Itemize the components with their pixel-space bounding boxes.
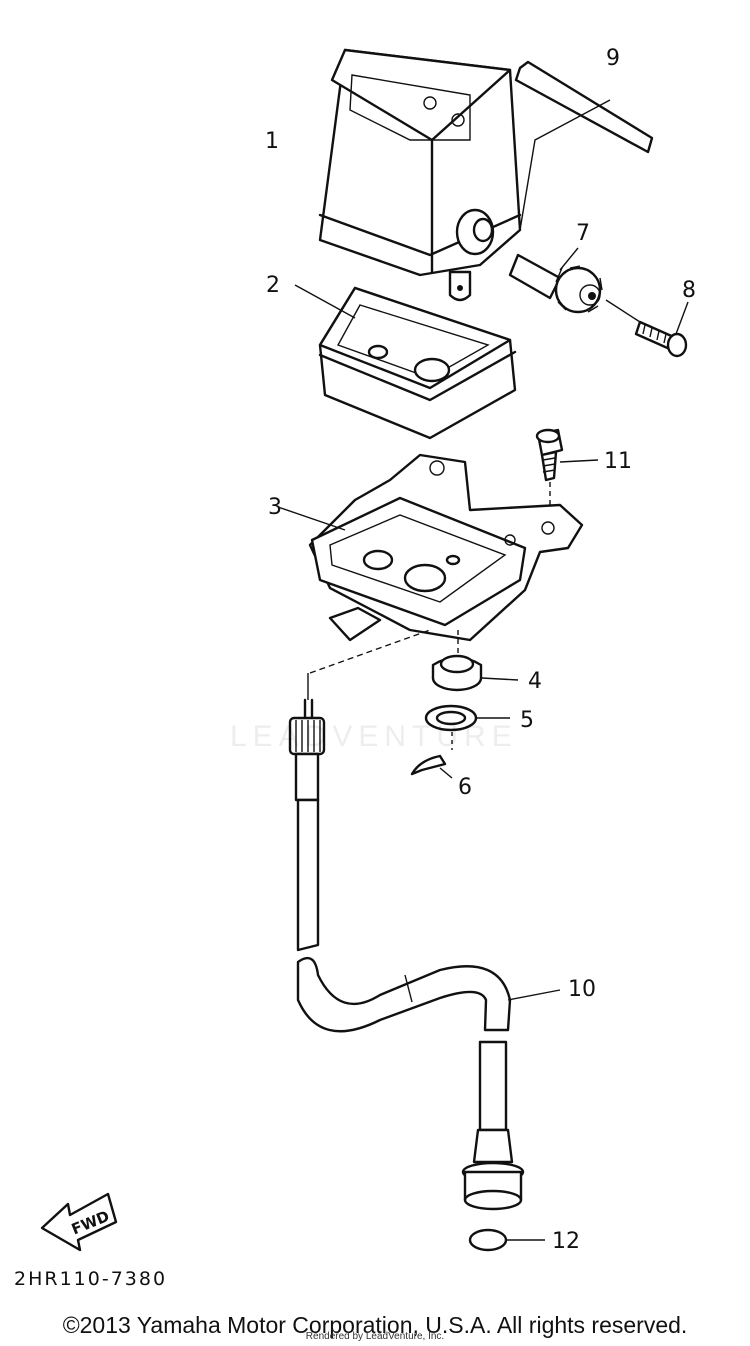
part-drive-gear [508, 247, 603, 314]
callout-10: 10 [568, 977, 596, 1002]
callout-4: 4 [528, 669, 542, 694]
callout-9: 9 [606, 46, 620, 71]
fwd-arrow-icon: FWD [40, 1192, 118, 1252]
drawing-code: 2HR110-7380 [14, 1268, 168, 1290]
callout-1: 1 [265, 129, 279, 154]
rendered-by-notice: Rendered by LeadVenture, Inc. [305, 1331, 445, 1342]
copyright-notice: ©2013 Yamaha Motor Corporation, U.S.A. A… [62, 1312, 688, 1338]
callout-8: 8 [682, 278, 696, 303]
callout-6: 6 [458, 775, 472, 800]
callout-2: 2 [266, 273, 280, 298]
part-o-ring [468, 1228, 545, 1252]
part-washer [424, 704, 510, 750]
watermark: LEADVENTURE [230, 720, 518, 753]
callout-12: 12 [552, 1229, 580, 1254]
callout-5: 5 [520, 708, 534, 733]
callout-7: 7 [576, 221, 590, 246]
callout-3: 3 [268, 495, 282, 520]
part-grommet [431, 630, 519, 692]
part-strip [514, 60, 654, 231]
part-meter-cable [288, 629, 561, 1211]
callout-11: 11 [604, 449, 632, 474]
part-meter-housing [318, 48, 522, 302]
part-clip [410, 754, 453, 779]
part-screw [605, 299, 689, 358]
part-cover [294, 284, 517, 440]
part-bolt [535, 428, 599, 510]
callout-labels: 1 2 3 4 5 6 7 8 9 10 11 12 [265, 46, 696, 1254]
part-bracket [277, 453, 584, 642]
